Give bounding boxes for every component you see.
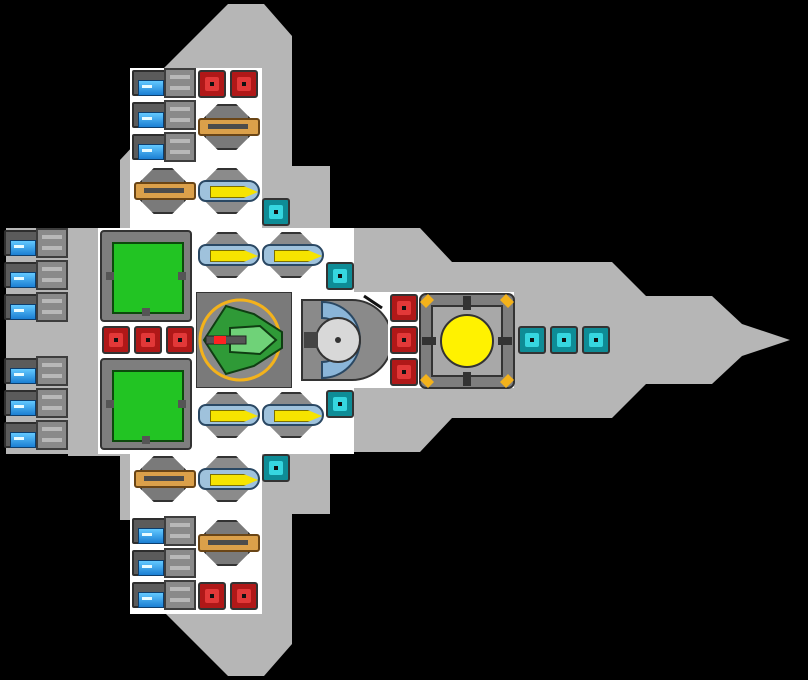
hangar-bay-icon[interactable] (100, 358, 192, 450)
cyan-shield-block-icon[interactable] (326, 390, 354, 418)
thruster-icon[interactable] (132, 68, 196, 98)
thruster-icon[interactable] (132, 516, 196, 546)
thruster-icon[interactable] (4, 356, 68, 386)
red-armor-block-icon[interactable] (166, 326, 194, 354)
cyan-shield-block-icon[interactable] (262, 454, 290, 482)
cyan-shield-block-icon[interactable] (262, 198, 290, 226)
cyan-shield-block-icon[interactable] (550, 326, 578, 354)
missile-launcher-icon[interactable] (198, 520, 260, 566)
red-armor-block-icon[interactable] (102, 326, 130, 354)
reactor-icon[interactable] (418, 292, 516, 390)
red-armor-block-icon[interactable] (134, 326, 162, 354)
laser-cannon-icon[interactable] (198, 392, 260, 438)
cyan-shield-block-icon[interactable] (518, 326, 546, 354)
thruster-icon[interactable] (4, 388, 68, 418)
laser-cannon-icon[interactable] (198, 232, 260, 278)
red-armor-block-icon[interactable] (390, 326, 418, 354)
thruster-icon[interactable] (132, 548, 196, 578)
thruster-icon[interactable] (4, 292, 68, 322)
laser-cannon-icon[interactable] (198, 456, 260, 502)
gyroscope-icon[interactable] (292, 292, 388, 388)
laser-cannon-icon[interactable] (262, 232, 324, 278)
thruster-icon[interactable] (132, 132, 196, 162)
thruster-icon[interactable] (4, 228, 68, 258)
thruster-icon[interactable] (132, 580, 196, 610)
red-armor-block-icon[interactable] (198, 70, 226, 98)
cockpit-icon[interactable] (196, 292, 292, 388)
red-armor-block-icon[interactable] (230, 582, 258, 610)
missile-launcher-icon[interactable] (134, 456, 196, 502)
laser-cannon-icon[interactable] (198, 168, 260, 214)
laser-cannon-icon[interactable] (262, 392, 324, 438)
hangar-bay-icon[interactable] (100, 230, 192, 322)
red-armor-block-icon[interactable] (230, 70, 258, 98)
missile-launcher-icon[interactable] (198, 104, 260, 150)
missile-launcher-icon[interactable] (134, 168, 196, 214)
cyan-shield-block-icon[interactable] (326, 262, 354, 290)
red-armor-block-icon[interactable] (390, 294, 418, 322)
thruster-icon[interactable] (4, 420, 68, 450)
thruster-icon[interactable] (132, 100, 196, 130)
red-armor-block-icon[interactable] (198, 582, 226, 610)
cyan-shield-block-icon[interactable] (582, 326, 610, 354)
red-armor-block-icon[interactable] (390, 358, 418, 386)
thruster-icon[interactable] (4, 260, 68, 290)
